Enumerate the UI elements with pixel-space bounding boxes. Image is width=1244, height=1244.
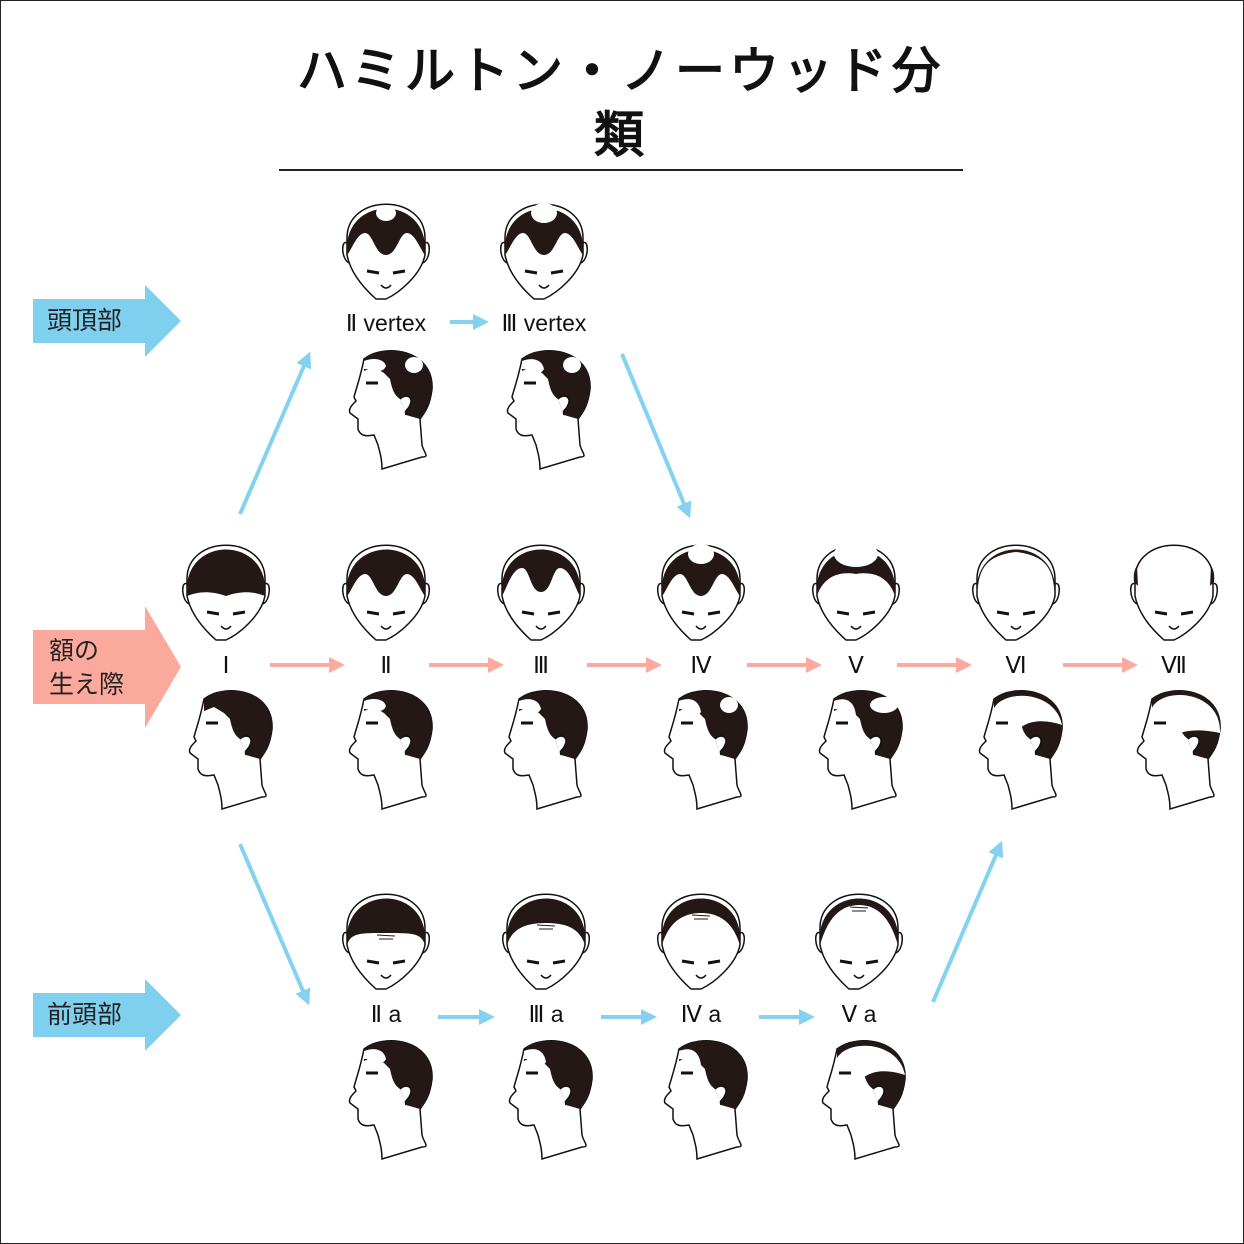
page-title: ハミルトン・ノーウッド分類 xyxy=(279,39,963,171)
arrow xyxy=(931,840,1004,1003)
profile-head-icon xyxy=(344,689,434,815)
side-label-frontal: 前頭部 xyxy=(33,979,183,1051)
profile-head-icon xyxy=(974,689,1064,815)
front-head-icon xyxy=(656,534,746,648)
stage-label: Ⅱ xyxy=(380,652,392,678)
profile-head-icon xyxy=(344,1039,434,1165)
stage-label: Ⅱ vertex xyxy=(345,310,427,336)
front-head-icon xyxy=(341,193,431,307)
stage-label: Ⅱ a xyxy=(370,1001,402,1027)
side-arrow-shape xyxy=(33,606,181,728)
profile-head-icon xyxy=(659,689,749,815)
side-label-text: 生え際 xyxy=(49,670,125,699)
front-head-icon xyxy=(499,193,589,307)
front-head-icon xyxy=(811,534,901,648)
stage-label: Ⅵ xyxy=(1005,652,1027,678)
side-label-text: 前頭部 xyxy=(47,1000,123,1029)
front-head-icon xyxy=(341,883,431,997)
profile-head-icon xyxy=(814,689,904,815)
profile-head-icon xyxy=(499,689,589,815)
side-label-vertex: 頭頂部 xyxy=(33,285,183,357)
stage-label: Ⅳ a xyxy=(680,1001,722,1027)
profile-head-icon xyxy=(184,689,274,815)
stage-label: Ⅲ xyxy=(533,652,549,678)
side-label-text: 頭頂部 xyxy=(47,306,123,335)
side-arrow-shape xyxy=(33,285,181,357)
stage-label: Ⅲ vertex xyxy=(501,310,587,336)
stage-label: Ⅲ a xyxy=(528,1001,564,1027)
profile-head-icon xyxy=(504,1039,594,1165)
stage-label: Ⅰ xyxy=(222,652,230,678)
front-head-icon xyxy=(971,534,1061,648)
side-label-hairline: 額の 生え際 xyxy=(33,606,183,728)
arrow xyxy=(620,353,692,519)
front-head-icon xyxy=(341,534,431,648)
front-head-icon xyxy=(814,883,904,997)
stage-label: Ⅴ a xyxy=(841,1001,877,1027)
arrow xyxy=(238,351,312,515)
stage-label: Ⅶ xyxy=(1161,652,1187,678)
stage-label: Ⅳ xyxy=(690,652,712,678)
profile-head-icon xyxy=(1132,689,1222,815)
stage-label: Ⅴ xyxy=(848,652,864,678)
front-head-icon xyxy=(656,883,746,997)
profile-head-icon xyxy=(502,349,592,475)
profile-head-icon xyxy=(817,1039,907,1165)
front-head-icon xyxy=(181,534,271,648)
profile-head-icon xyxy=(344,349,434,475)
profile-head-icon xyxy=(659,1039,749,1165)
side-arrow-shape xyxy=(33,979,181,1051)
front-head-icon xyxy=(1129,534,1219,648)
front-head-icon xyxy=(501,883,591,997)
side-label-text: 額の xyxy=(49,636,100,665)
arrow xyxy=(238,843,311,1006)
front-head-icon xyxy=(496,534,586,648)
